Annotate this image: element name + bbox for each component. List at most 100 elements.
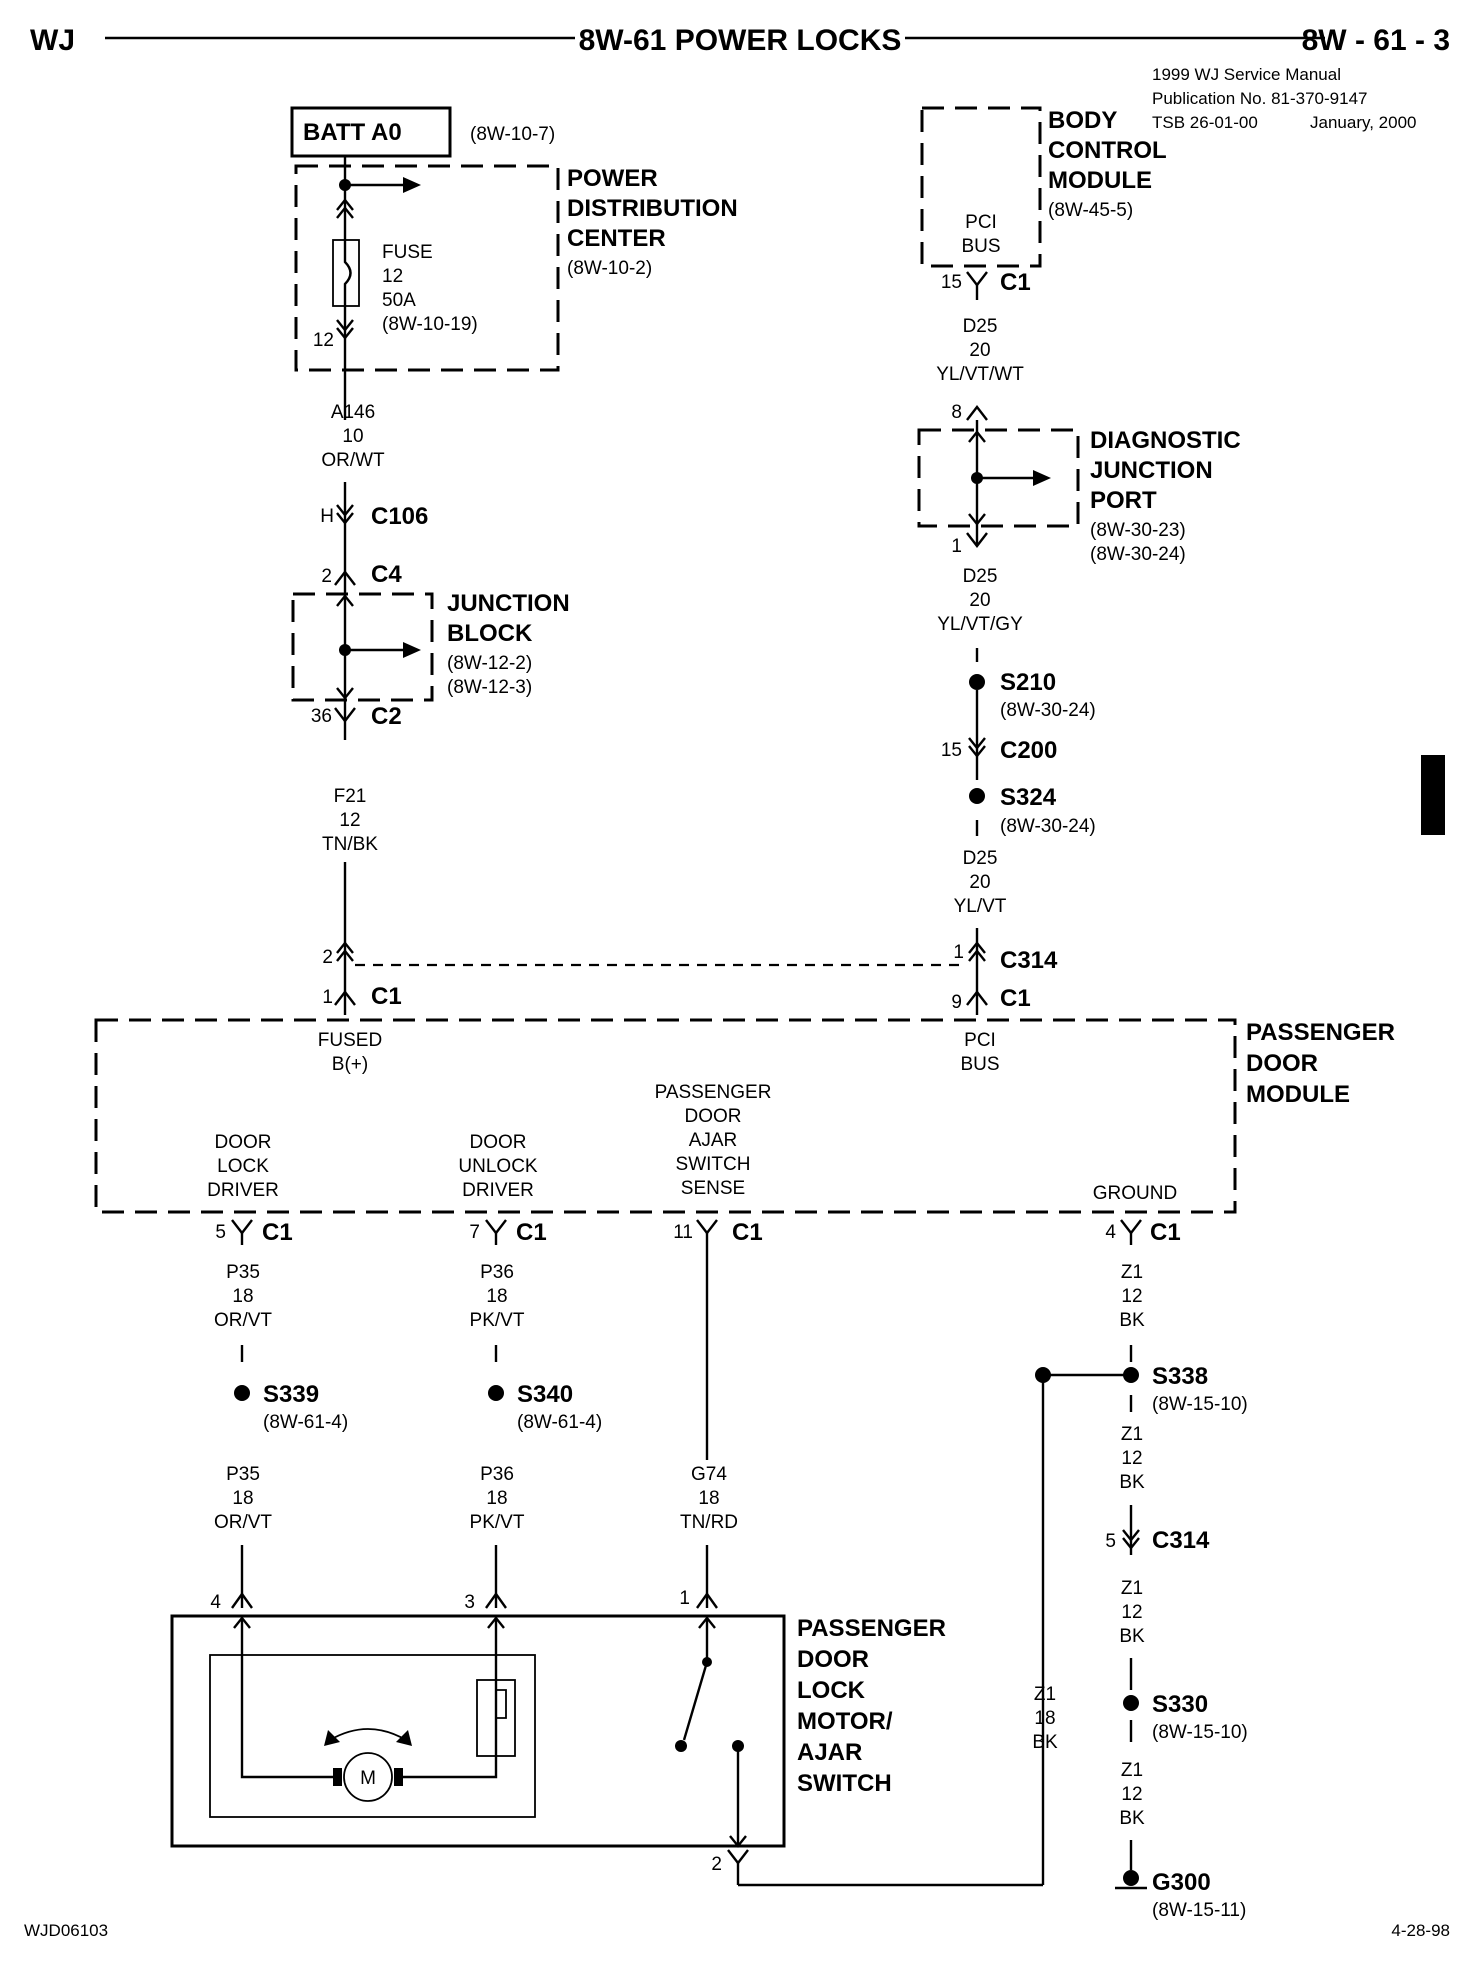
- djp-outline: [917, 428, 1080, 528]
- jb-in-arrow: [336, 594, 354, 607]
- c2-pin: 36: [311, 706, 332, 727]
- pdm-c1-fused-pin: 1: [322, 987, 333, 1008]
- section-tab: [1421, 755, 1445, 835]
- wire-p36-gauge-b: 18: [486, 1488, 507, 1509]
- wire-z1-end-gauge: 12: [1121, 1784, 1142, 1805]
- s210-dot: [969, 674, 985, 690]
- pdm-pci-2: BUS: [960, 1054, 999, 1075]
- wire-p36-code-a: P36: [480, 1262, 514, 1283]
- djp-name-2: JUNCTION: [1090, 457, 1213, 484]
- jb-out-arrow: [336, 687, 354, 700]
- pdm-unlock-drv-1: DOOR: [470, 1132, 527, 1153]
- c314-left-pin: 2: [322, 947, 333, 968]
- wire-d25a-color: YL/VT/WT: [936, 364, 1024, 385]
- c2-symbol: [334, 707, 356, 723]
- wire-d25b-gauge: 20: [969, 590, 990, 611]
- motor-pin4-symbol: [231, 1591, 253, 1609]
- wire-d25a-code: D25: [963, 316, 998, 337]
- page-title: 8W-61 POWER LOCKS: [579, 24, 902, 57]
- pdm-fused-1: FUSED: [318, 1030, 382, 1051]
- s340-name: S340: [517, 1381, 573, 1408]
- motor-assembly-box: [170, 1614, 786, 1848]
- wire-f21-code: F21: [334, 786, 367, 807]
- jb-name-1: JUNCTION: [447, 590, 570, 617]
- wire-p35-code-a: P35: [226, 1262, 260, 1283]
- fuse-element: [343, 240, 352, 306]
- motor-name-6: SWITCH: [797, 1770, 892, 1797]
- wire-p35-color-b: OR/VT: [214, 1512, 272, 1533]
- pdm-c1-name-right: C1: [1000, 985, 1031, 1012]
- wire-p35-code-b: P35: [226, 1464, 260, 1485]
- bcm-bus: BUS: [961, 236, 1000, 257]
- wire-g74-color: TN/RD: [680, 1512, 738, 1533]
- pdm-name-3: MODULE: [1246, 1081, 1350, 1108]
- pdm-unlock-drv-3: DRIVER: [462, 1180, 534, 1201]
- pdc-connector-bottom: [336, 319, 354, 340]
- page-number: 8W - 61 - 3: [1302, 24, 1450, 57]
- wire-f21-color: TN/BK: [322, 834, 378, 855]
- c314-right-symbol: [968, 941, 986, 962]
- c1-pin7: 7: [469, 1222, 480, 1243]
- s210-ref: (8W-30-24): [1000, 700, 1096, 721]
- motor-rotation-arrow-right: [396, 1730, 412, 1746]
- c1-name-d: C1: [1150, 1219, 1181, 1246]
- bcm-outline: [920, 106, 1042, 268]
- c1-pin11: 11: [673, 1222, 693, 1243]
- pdm-ajar-1: PASSENGER: [655, 1082, 772, 1103]
- wire-p36-color-a: PK/VT: [470, 1310, 525, 1331]
- motor-pin1-symbol: [696, 1591, 718, 1609]
- c106-pin: H: [320, 506, 334, 527]
- pdm-outline: [94, 1018, 1237, 1214]
- c4-pin: 2: [321, 566, 332, 587]
- s330-name: S330: [1152, 1691, 1208, 1718]
- fuse-number: 12: [382, 266, 403, 287]
- c1-name-a: C1: [262, 1219, 293, 1246]
- wire-z1-top-color: BK: [1119, 1310, 1145, 1331]
- jb-name-2: BLOCK: [447, 620, 533, 647]
- pdm-ajar-3: AJAR: [689, 1130, 738, 1151]
- c1-pin4-symbol: [1120, 1219, 1142, 1235]
- c106-name: C106: [371, 503, 428, 530]
- wire-z1-end-code: Z1: [1121, 1760, 1143, 1781]
- motor-icon: [343, 1752, 393, 1802]
- wire-d25a-gauge: 20: [969, 340, 990, 361]
- pdm-name-1: PASSENGER: [1246, 1019, 1395, 1046]
- wire-p36-gauge-a: 18: [486, 1286, 507, 1307]
- s330-ref: (8W-15-10): [1152, 1722, 1248, 1743]
- pdm-ajar-4: SWITCH: [676, 1154, 751, 1175]
- s324-name: S324: [1000, 784, 1057, 811]
- wire-p36-color-b: PK/VT: [470, 1512, 525, 1533]
- c314-left-symbol: [336, 941, 354, 962]
- g300-name: G300: [1152, 1869, 1211, 1896]
- pdm-c1-fused-symbol: [334, 990, 356, 1006]
- motor-pin2: 2: [711, 1854, 722, 1875]
- s340-ref: (8W-61-4): [517, 1412, 602, 1433]
- wire-z1-mid-color: BK: [1119, 1472, 1145, 1493]
- pdc-pin: 12: [313, 330, 334, 351]
- c314-top-name: C314: [1000, 947, 1058, 974]
- bcm-name-2: CONTROL: [1048, 137, 1167, 164]
- pdm-c1-pci-symbol: [966, 990, 988, 1006]
- wire-d25b-color: YL/VT/GY: [937, 614, 1023, 635]
- c1-pin5-symbol: [231, 1219, 253, 1235]
- c200-symbol: [968, 737, 986, 758]
- motor-name-5: AJAR: [797, 1739, 862, 1766]
- jb-ref-2: (8W-12-3): [447, 677, 532, 698]
- pdm-c1-pci-pin: 9: [951, 992, 962, 1013]
- wire-p35-gauge-a: 18: [232, 1286, 253, 1307]
- switch-blade: [682, 1661, 709, 1741]
- wire-d25c-gauge: 20: [969, 872, 990, 893]
- c1-name-b: C1: [516, 1219, 547, 1246]
- pdm-ajar-2: DOOR: [685, 1106, 742, 1127]
- wire-f21-gauge: 12: [339, 810, 360, 831]
- switch-pivot: [675, 1740, 687, 1752]
- batt-label: BATT A0: [303, 119, 402, 146]
- s339-ref: (8W-61-4): [263, 1412, 348, 1433]
- wire-z1-18-color: BK: [1032, 1732, 1058, 1753]
- c1-pin5: 5: [215, 1222, 226, 1243]
- wire-p35-gauge-b: 18: [232, 1488, 253, 1509]
- motor-wire-left: [240, 1618, 333, 1779]
- batt-ref: (8W-10-7): [470, 124, 555, 145]
- djp-in-symbol: [966, 405, 988, 421]
